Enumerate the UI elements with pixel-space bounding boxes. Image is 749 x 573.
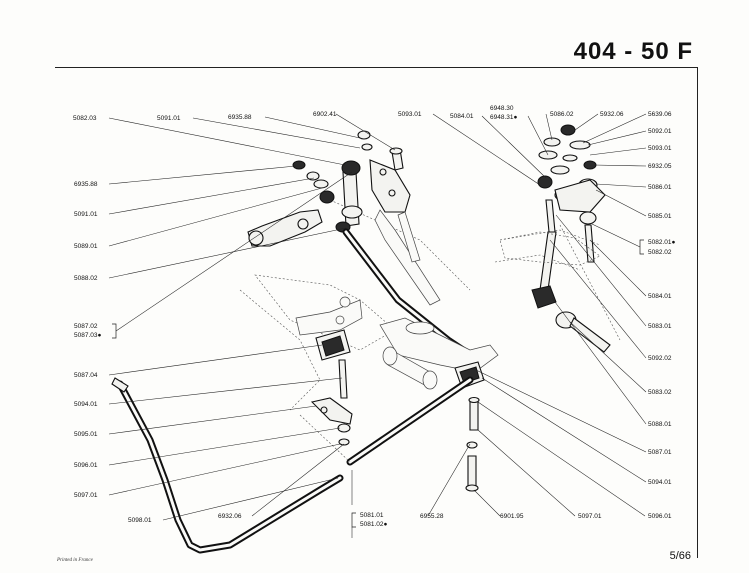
label-5087-03: 5087.03● bbox=[74, 332, 101, 339]
header-rule bbox=[55, 67, 698, 68]
label-5085-01: 5085.01 bbox=[648, 213, 672, 220]
label-5082-01: 5082.01● bbox=[648, 239, 675, 246]
label-5091-01-top: 5091.01 bbox=[157, 115, 181, 122]
label-5086-01: 5086.01 bbox=[648, 184, 672, 191]
label-6932-06: 6932.06 bbox=[218, 513, 242, 520]
label-5087-01: 5087.01 bbox=[648, 449, 672, 456]
label-6935-88-top: 6935.88 bbox=[228, 114, 252, 121]
label-5081-02: 5081.02● bbox=[360, 521, 387, 528]
frame-rule-right bbox=[697, 67, 698, 558]
label-5932-06: 5932.06 bbox=[600, 111, 624, 118]
label-6932-05: 6932.05 bbox=[648, 163, 672, 170]
left-lower-linkage bbox=[295, 296, 363, 446]
label-5084-01-right: 5084.01 bbox=[648, 293, 672, 300]
page-title: 404 - 50 F bbox=[573, 38, 693, 65]
label-6948-31: 6948.31● bbox=[490, 114, 517, 121]
label-5094-01-left: 5094.01 bbox=[74, 401, 98, 408]
printer-imprint: Printed in France bbox=[57, 558, 93, 563]
label-5088-01: 5088.01 bbox=[648, 421, 672, 428]
label-5081-01: 5081.01 bbox=[360, 512, 384, 519]
label-6955-28: 6955.28 bbox=[420, 513, 444, 520]
label-6948-30: 6948.30 bbox=[490, 105, 514, 112]
curved-linkage-rod bbox=[111, 377, 344, 554]
centre-mount-bracket bbox=[379, 317, 499, 390]
label-6902-41: 6902.41 bbox=[313, 111, 337, 118]
label-5088-02: 5088.02 bbox=[74, 275, 98, 282]
centre-vertical-pin bbox=[465, 396, 480, 492]
gear-lever-pivot-assembly bbox=[247, 130, 441, 306]
label-5097-01-left: 5097.01 bbox=[74, 492, 98, 499]
selector-pivot-block bbox=[299, 361, 485, 466]
label-5084-01-top: 5084.01 bbox=[450, 113, 474, 120]
label-5098-01: 5098.01 bbox=[128, 517, 152, 524]
label-5096-01-right: 5096.01 bbox=[648, 513, 672, 520]
label-5086-02: 5086.02 bbox=[550, 111, 574, 118]
label-5093-01-right: 5093.01 bbox=[648, 145, 672, 152]
callout-labels: 5082.03 5091.01 6935.88 6902.41 5093.01 … bbox=[73, 105, 675, 538]
label-5095-01: 5095.01 bbox=[74, 431, 98, 438]
label-6935-88-left: 6935.88 bbox=[74, 181, 98, 188]
label-5089-01: 5089.01 bbox=[74, 243, 98, 250]
label-5096-01-left: 5096.01 bbox=[74, 462, 98, 469]
label-5097-01-bottom: 5097.01 bbox=[578, 513, 602, 520]
label-5091-01-left: 5091.01 bbox=[74, 211, 98, 218]
label-5087-02: 5087.02 bbox=[74, 323, 98, 330]
label-5087-04: 5087.04 bbox=[74, 372, 98, 379]
label-5082-03: 5082.03 bbox=[73, 115, 97, 122]
label-5092-02: 5092.02 bbox=[648, 355, 672, 362]
label-5092-01: 5092.01 bbox=[648, 128, 672, 135]
label-5094-01-right: 5094.01 bbox=[648, 479, 672, 486]
label-5083-01: 5083.01 bbox=[648, 323, 672, 330]
page-number: 5/66 bbox=[669, 550, 691, 562]
label-6901-95: 6901.95 bbox=[500, 513, 524, 520]
label-5093-01-top: 5093.01 bbox=[398, 111, 422, 118]
right-selector-assembly bbox=[499, 124, 621, 353]
label-5639-06: 5639.06 bbox=[648, 111, 672, 118]
label-5083-02: 5083.02 bbox=[648, 389, 672, 396]
label-5082-02: 5082.02 bbox=[648, 249, 672, 256]
